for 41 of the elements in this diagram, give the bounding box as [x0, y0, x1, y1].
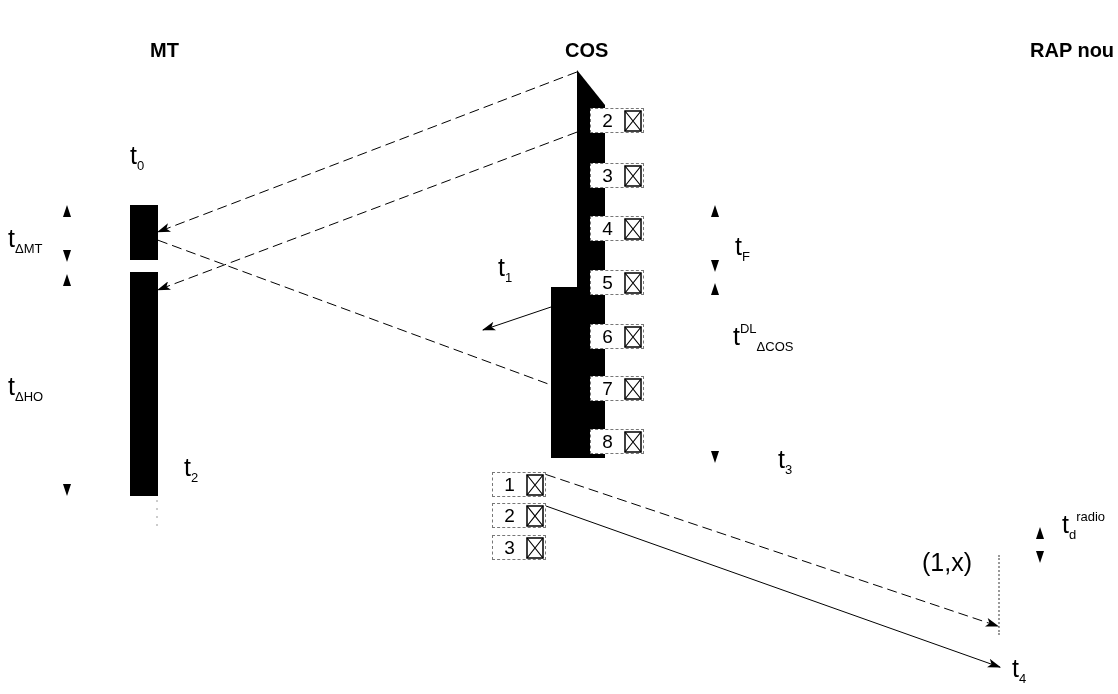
frame-slot [590, 108, 644, 133]
time-label: t$_{1}$ [498, 255, 513, 284]
column-heading: RAP nou [1030, 40, 1115, 60]
frame-number: 4 [601, 217, 614, 240]
frame-number: 7 [601, 377, 614, 400]
arrow [545, 505, 1002, 668]
frame-number: 8 [601, 430, 614, 453]
timeline-bar [130, 205, 158, 260]
arrow [156, 71, 578, 233]
timeline-line [998, 555, 1001, 635]
frame-number: 5 [601, 271, 614, 294]
time-label: t$_{0}$ [130, 143, 145, 172]
arrow [481, 306, 552, 331]
time-label: t$_{4}$ [1012, 656, 1027, 685]
time-label: t$_{2}$ [184, 455, 199, 484]
time-label: t$_{ΔMT}$ [8, 226, 43, 255]
frame-number: 3 [503, 536, 516, 559]
time-label: t$_{3}$ [778, 447, 793, 476]
frame-slot [590, 216, 644, 241]
frame-slot [492, 535, 546, 560]
frame-number: 2 [601, 109, 614, 132]
frame-slot [492, 472, 546, 497]
frame-slot [590, 429, 644, 454]
column-heading: MT [150, 40, 179, 60]
time-label: (1,x) [922, 550, 972, 575]
frame-number: 1 [503, 473, 516, 496]
column-heading: COS [565, 40, 609, 60]
frame-number: 6 [601, 325, 614, 348]
time-label: t$_{ΔHO}$ [8, 374, 44, 403]
frame-number: 3 [601, 164, 614, 187]
frame-slot [590, 376, 644, 401]
arrow [156, 131, 578, 291]
time-label: t$_{F}$ [735, 234, 750, 263]
arrow [545, 474, 1000, 627]
timeline-bar [130, 272, 158, 496]
frame-slot [590, 270, 644, 295]
frame-slot [590, 324, 644, 349]
frame-slot [590, 163, 644, 188]
frame-slot [492, 503, 546, 528]
frame-number: 2 [503, 504, 516, 527]
timeline-bar [551, 287, 578, 458]
